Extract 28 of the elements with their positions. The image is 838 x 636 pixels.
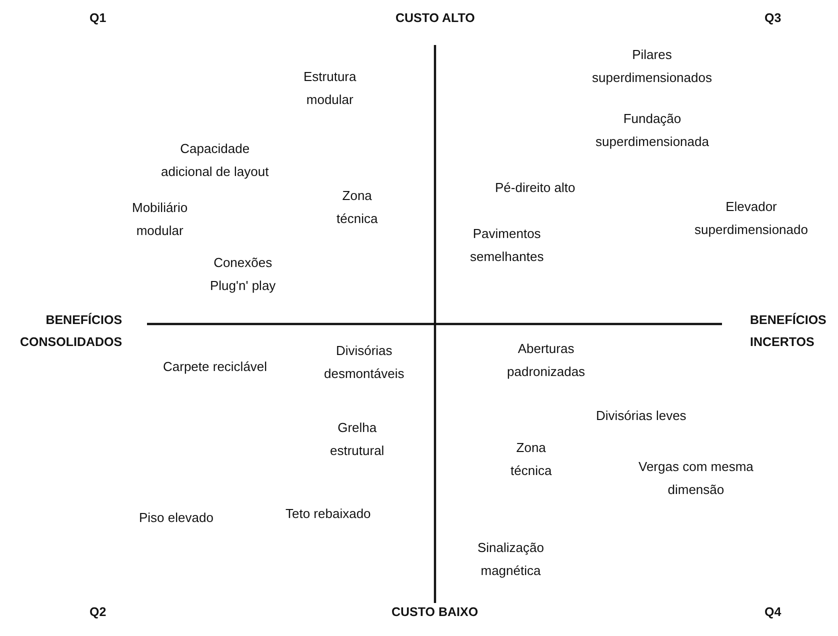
item-label: Capacidade adicional de layout: [161, 140, 269, 181]
item-label: Aberturas padronizadas: [507, 340, 586, 381]
item-label: Pé-direito alto: [495, 179, 576, 197]
quadrant-label: Q4: [764, 604, 782, 621]
item-label: Vergas com mesma dimensão: [638, 458, 754, 499]
item-label: Teto rebaixado: [286, 505, 371, 523]
item-label: Piso elevado: [139, 509, 214, 527]
item-label: Mobiliário modular: [132, 199, 188, 240]
item-label: Divisórias desmontáveis: [324, 342, 404, 383]
axis-label: BENEFÍCIOS CONSOLIDADOS: [20, 312, 122, 351]
quadrant-label: Q3: [764, 10, 782, 27]
quadrant-label: Q1: [90, 10, 106, 27]
axis-label: CUSTO BAIXO: [392, 604, 478, 621]
item-label: Fundação superdimensionada: [596, 110, 709, 151]
axis-label: CUSTO ALTO: [396, 10, 475, 27]
item-label: Zona técnica: [336, 187, 378, 228]
item-label: Estrutura modular: [304, 68, 356, 109]
item-label: Divisórias leves: [596, 407, 686, 425]
item-label: Elevador superdimensionado: [694, 198, 808, 239]
item-label: Carpete reciclável: [163, 358, 268, 376]
item-label: Conexões Plug'n' play: [210, 254, 276, 295]
item-label: Sinalização magnética: [478, 539, 544, 580]
item-label: Zona técnica: [510, 439, 552, 480]
item-label: Pilares superdimensionados: [592, 46, 712, 87]
item-label: Pavimentos semelhantes: [470, 225, 544, 266]
axis-label: BENEFÍCIOS INCERTOS: [750, 312, 826, 351]
quadrant-label: Q2: [90, 604, 106, 621]
item-label: Grelha estrutural: [330, 419, 384, 460]
